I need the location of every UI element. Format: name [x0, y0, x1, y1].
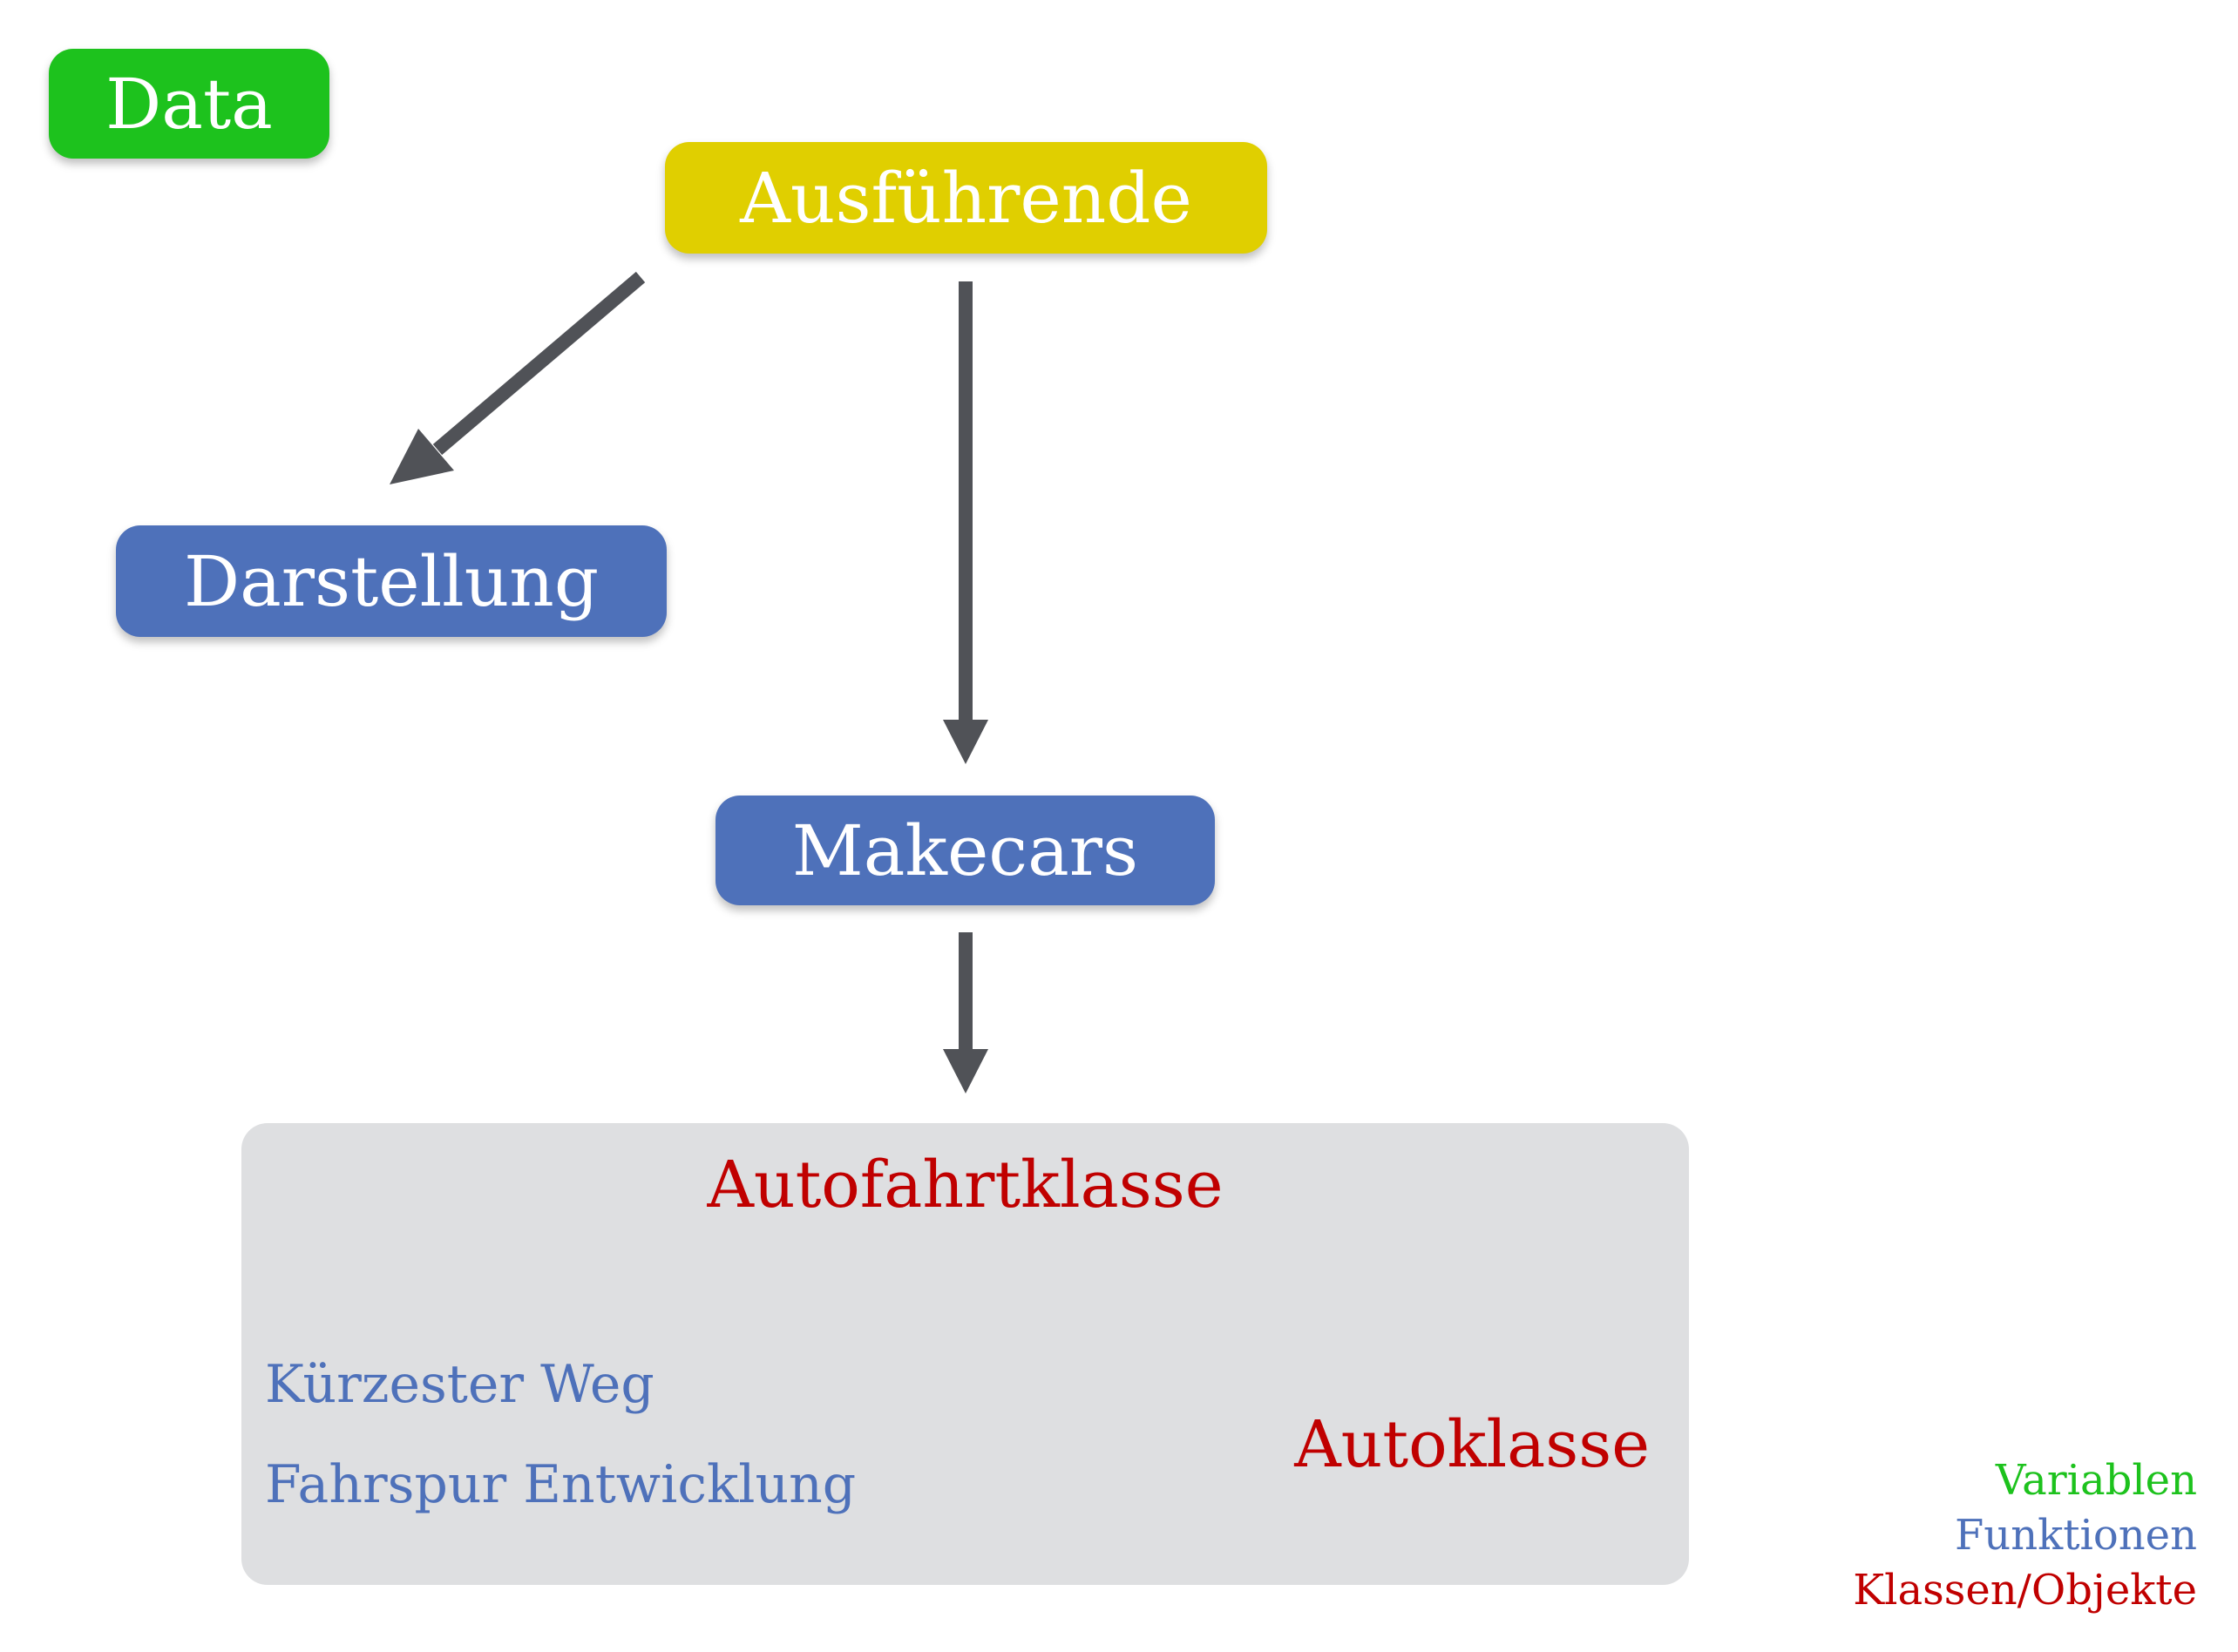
function-kuerzester-weg: Kürzester Weg	[265, 1354, 654, 1415]
node-ausfuehrende: Ausführende	[665, 142, 1267, 254]
arrowhead-autofahrtklasse	[943, 1049, 988, 1093]
node-ausfuehrende-label: Ausführende	[740, 157, 1192, 239]
group-title: Autofahrtklasse	[707, 1148, 1224, 1222]
legend-variables: Variablen	[1995, 1456, 2197, 1505]
function-fahrspur-entwicklung: Fahrspur Entwicklung	[265, 1454, 857, 1515]
node-darstellung-label: Darstellung	[183, 540, 600, 622]
node-makecars: Makecars	[715, 796, 1215, 905]
node-data-label: Data	[105, 63, 273, 145]
node-data: Data	[49, 49, 329, 159]
node-darstellung: Darstellung	[116, 525, 667, 637]
arrowhead-darstellung	[390, 429, 454, 484]
class-autoklasse: Autoklasse	[1294, 1407, 1650, 1482]
group-autofahrtklasse: Autofahrtklasse Kürzester Weg Fahrspur E…	[241, 1123, 1689, 1585]
legend-classes: Klassen/Objekte	[1853, 1566, 2197, 1615]
legend: Variablen Funktionen Klassen/Objekte	[1853, 1453, 2197, 1618]
legend-functions: Funktionen	[1955, 1511, 2197, 1560]
arrow-ausfuehrende-to-darstellung	[432, 271, 646, 456]
arrowhead-makecars	[943, 720, 988, 764]
node-makecars-label: Makecars	[791, 809, 1139, 891]
